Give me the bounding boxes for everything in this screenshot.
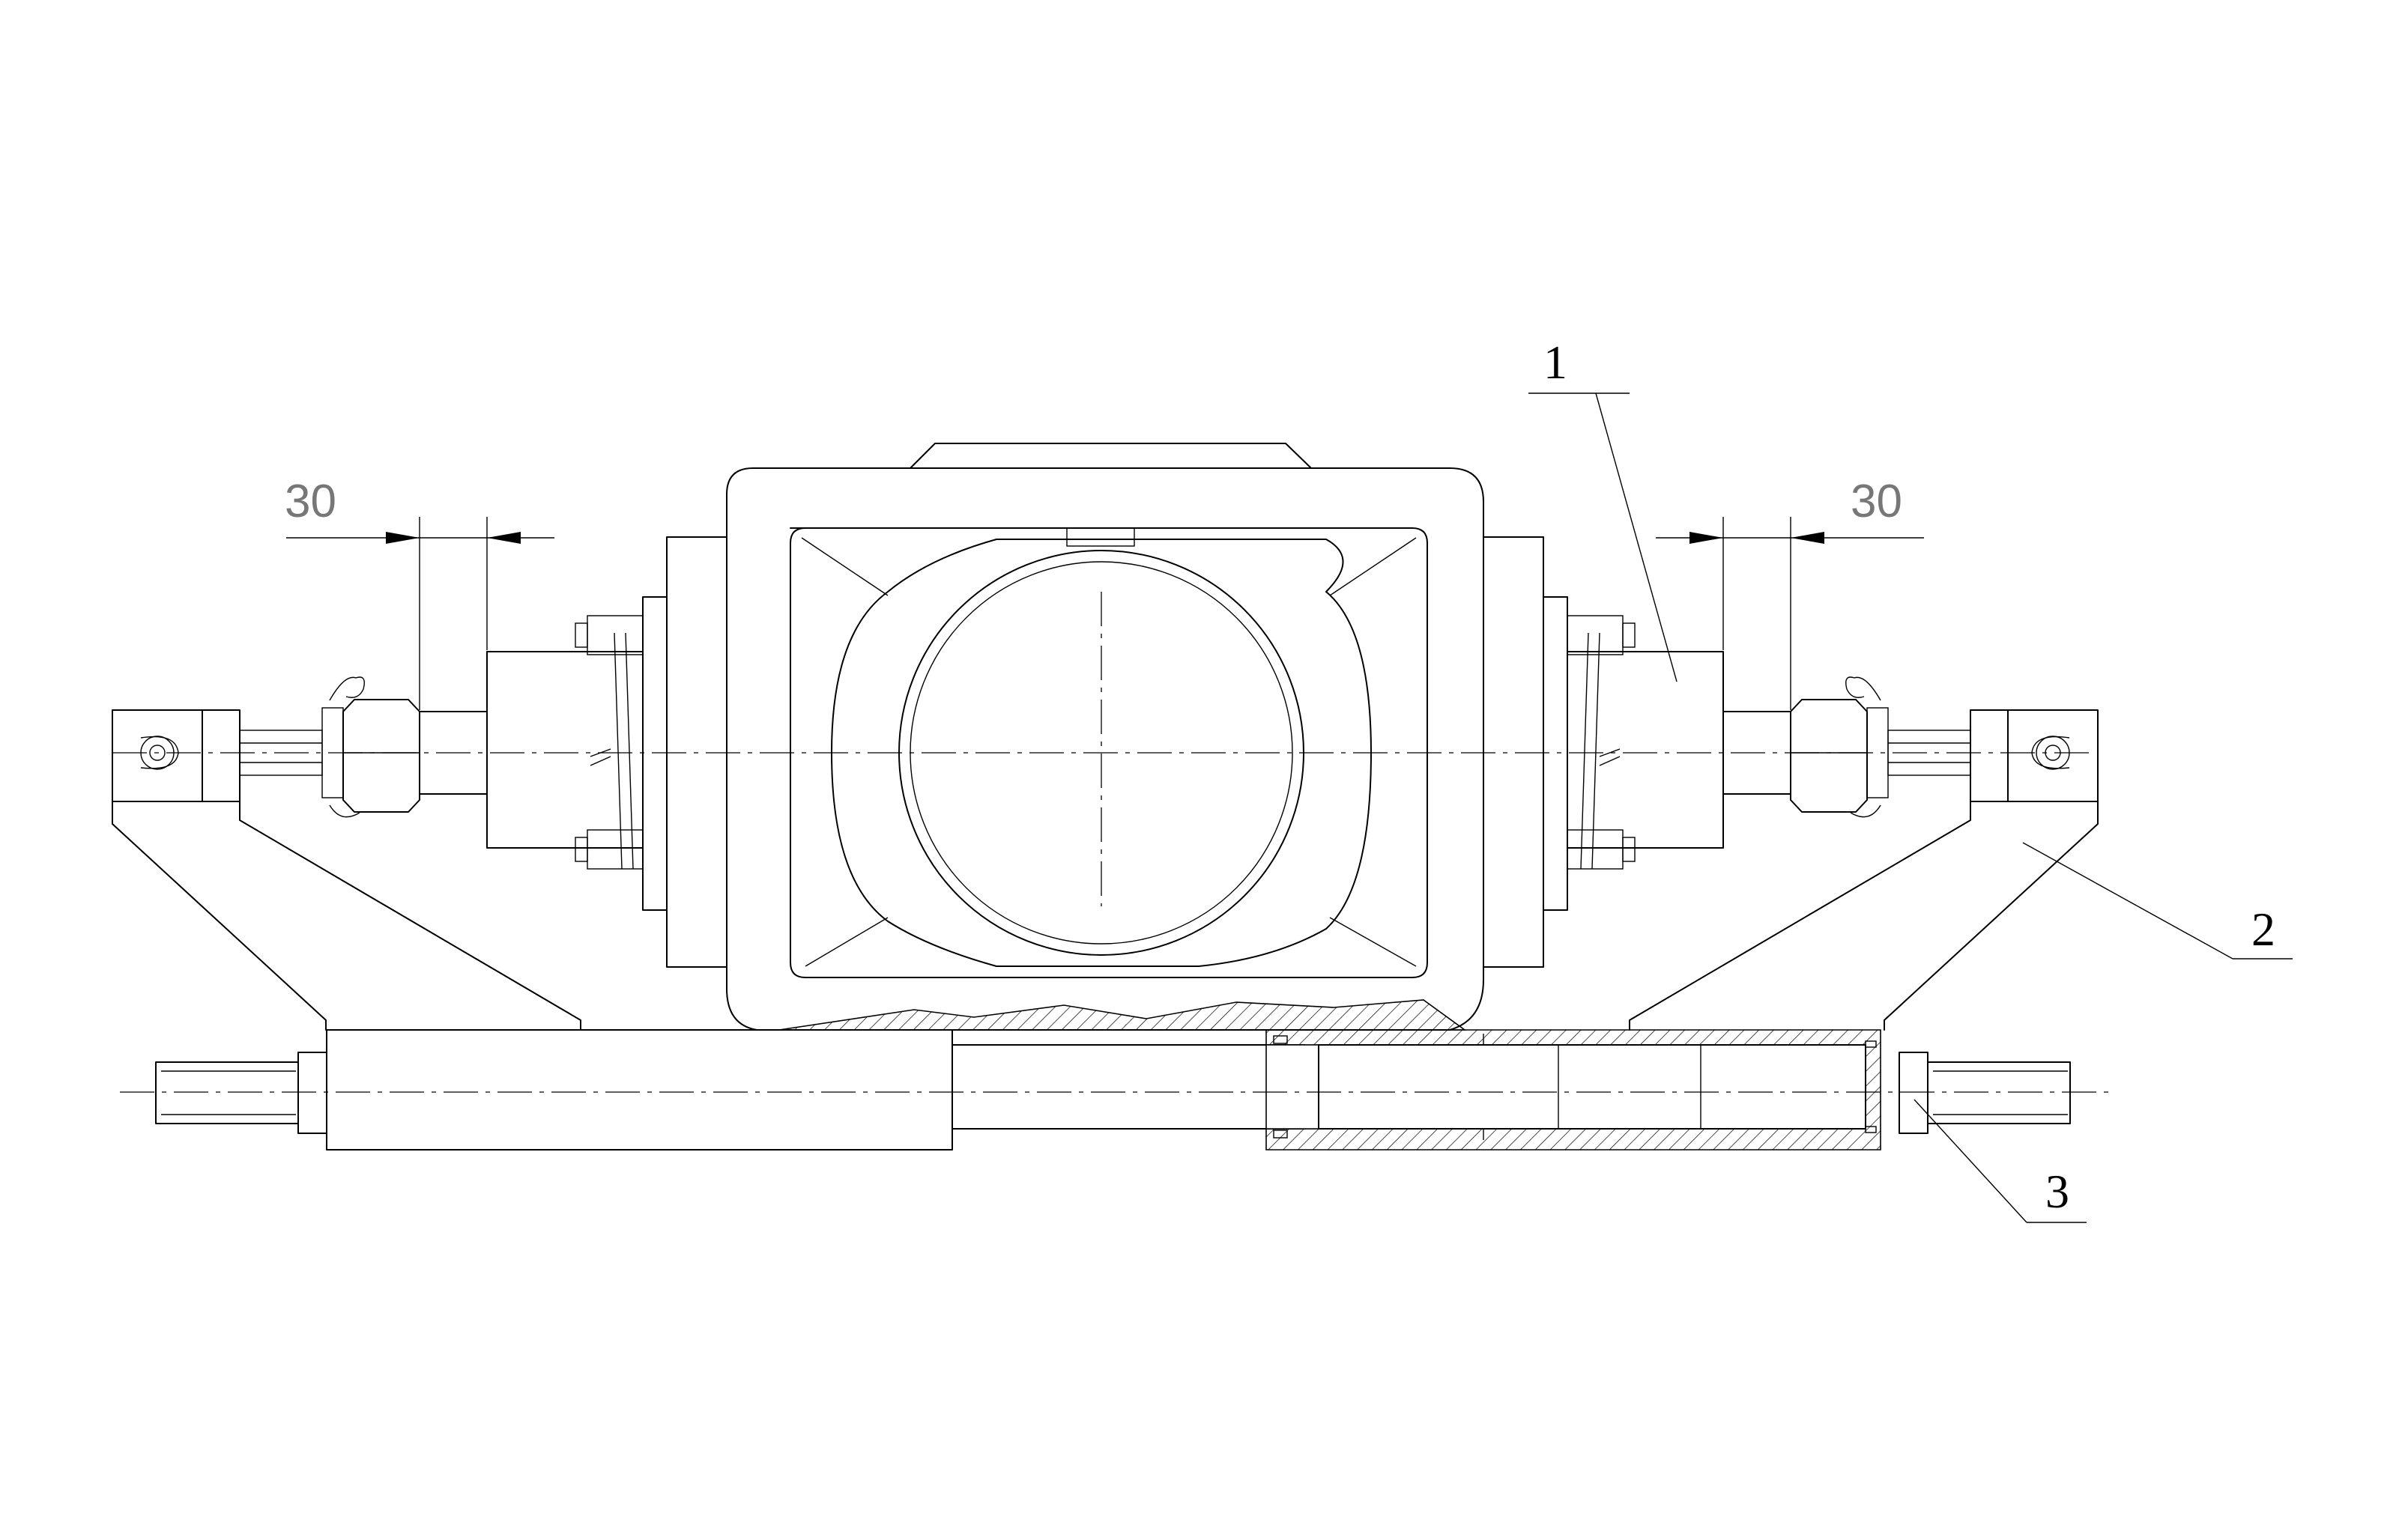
callout-2-label: 2 (2251, 903, 2275, 956)
dimension-left: 30 (285, 476, 554, 710)
callout-2: 2 (2022, 842, 2293, 960)
dimension-right-value: 30 (1851, 476, 1902, 527)
central-housing (726, 443, 1484, 1031)
callout-1: 1 (1528, 336, 1678, 682)
bottom-rod-assembly (120, 1029, 2113, 1151)
left-side-assembly (112, 536, 727, 1031)
dimension-left-value: 30 (285, 476, 336, 527)
dimension-right: 30 (1656, 476, 1924, 710)
callout-3: 3 (1914, 1099, 2087, 1223)
callout-3-label: 3 (2045, 1165, 2069, 1218)
callout-1-label: 1 (1543, 336, 1567, 389)
base-weld-section (778, 999, 1467, 1031)
right-side-assembly (1483, 536, 2099, 1031)
